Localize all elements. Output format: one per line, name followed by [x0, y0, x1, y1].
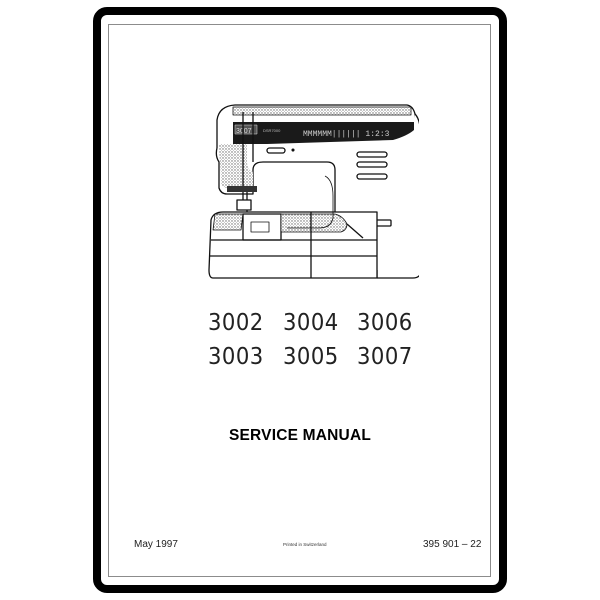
- svg-text:3007: 3007: [236, 128, 252, 135]
- model-number: 3005: [282, 344, 339, 370]
- footer-part-number: 395 901 – 22: [423, 539, 482, 550]
- sewing-machine-icon: 3007 DSR7000 MMMMMM|||||| 1:2:3: [208, 104, 419, 279]
- svg-text:DSR7000: DSR7000: [263, 128, 281, 133]
- model-number: 3003: [208, 344, 264, 370]
- model-number: 3007: [357, 344, 414, 370]
- model-number: 3002: [208, 310, 264, 336]
- model-row-2: 3003 3005 3007: [208, 340, 418, 374]
- footer-printed-in: Printed in Switzerland: [283, 542, 327, 547]
- svg-text:MMMMMM|||||| 1:2:3: MMMMMM|||||| 1:2:3: [303, 130, 390, 139]
- model-number: 3006: [357, 310, 414, 336]
- footer-date: May 1997: [134, 539, 178, 550]
- document-title: SERVICE MANUAL: [228, 427, 372, 444]
- model-row-1: 3002 3004 3006: [208, 306, 418, 340]
- model-numbers: 3002 3004 3006 3003 3005 3007: [208, 306, 418, 374]
- model-number: 3004: [282, 310, 339, 336]
